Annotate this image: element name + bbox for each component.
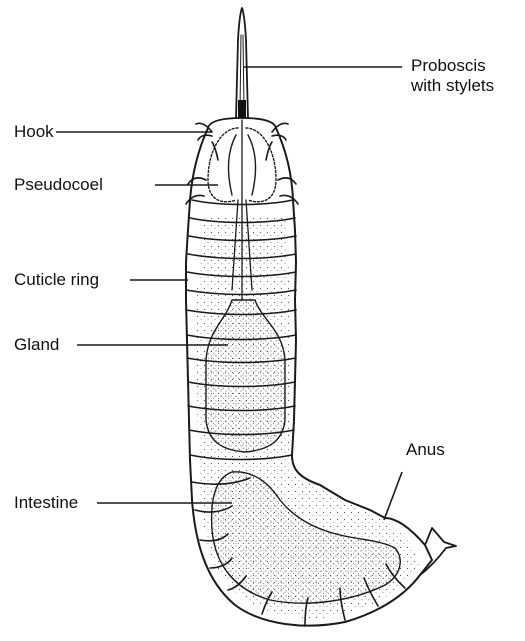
intestine-label: Intestine [14,493,78,513]
proboscis [236,8,248,118]
proboscis-label-line2: with stylets [411,76,494,96]
cuticle-ring-label: Cuticle ring [14,270,99,290]
hook-label: Hook [14,122,54,142]
pseudocoel-label: Pseudocoel [14,175,103,195]
body-shading [196,215,420,618]
anus-label: Anus [406,440,445,460]
stylet-base [238,100,246,118]
proboscis-label: Proboscis with stylets [411,56,494,96]
gland-label: Gland [14,335,59,355]
anus-leader [384,472,402,520]
proboscis-label-line1: Proboscis [411,56,494,76]
